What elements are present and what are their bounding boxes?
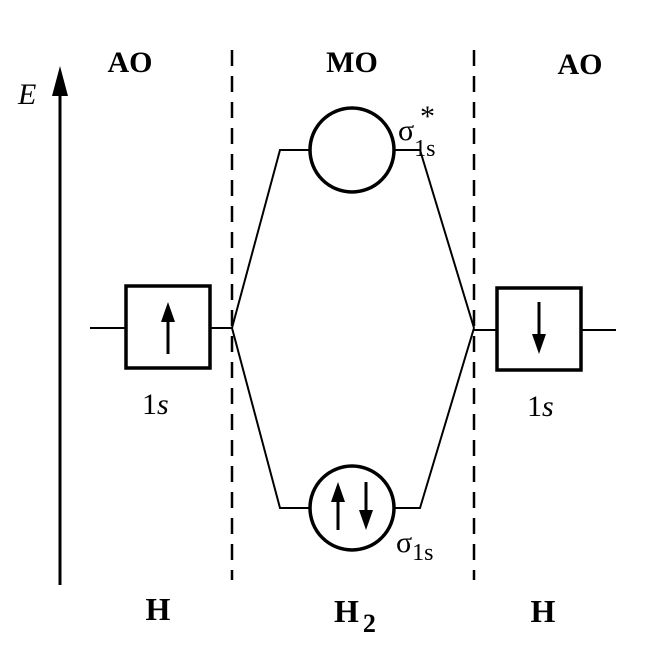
antibonding-orbital-circle <box>308 106 396 194</box>
antibonding-label: σ1s <box>398 114 436 162</box>
energy-axis: E <box>17 66 68 585</box>
header-mo: MO <box>326 46 378 79</box>
left-ao-spin-up-arrow <box>161 302 175 354</box>
bonding-label: σ1s <box>396 526 434 566</box>
left-atom-name: H <box>146 591 171 627</box>
right-atom-name: H <box>531 593 556 629</box>
right-ao-label: 1s <box>527 390 554 423</box>
left-ao-1s: ↑ 1s <box>90 284 232 421</box>
bonding-spin-down-arrow <box>359 482 373 530</box>
left-to-bonding-line <box>231 327 310 509</box>
right-to-bonding-line <box>394 327 475 509</box>
bonding-spin-up-arrow <box>331 482 345 530</box>
right-ao-1s: ↓ 1s <box>474 286 616 423</box>
header-ao-right: AO <box>558 48 603 81</box>
correlation-lines <box>231 149 475 509</box>
antibonding-star: * <box>420 100 435 133</box>
bonding-mo: ↑↓ σ1s <box>308 464 434 566</box>
right-to-antibonding-line <box>394 149 475 329</box>
bonding-orbital-circle <box>308 464 396 552</box>
header-ao-left: AO <box>108 46 153 79</box>
energy-axis-label: E <box>17 78 36 111</box>
left-ao-label: 1s <box>142 388 169 421</box>
left-to-antibonding-line <box>231 149 310 329</box>
right-ao-box <box>495 286 583 372</box>
antibonding-mo: σ1s * <box>308 100 436 194</box>
energy-axis-arrowhead <box>52 66 68 96</box>
right-ao-spin-down-arrow <box>532 302 546 354</box>
